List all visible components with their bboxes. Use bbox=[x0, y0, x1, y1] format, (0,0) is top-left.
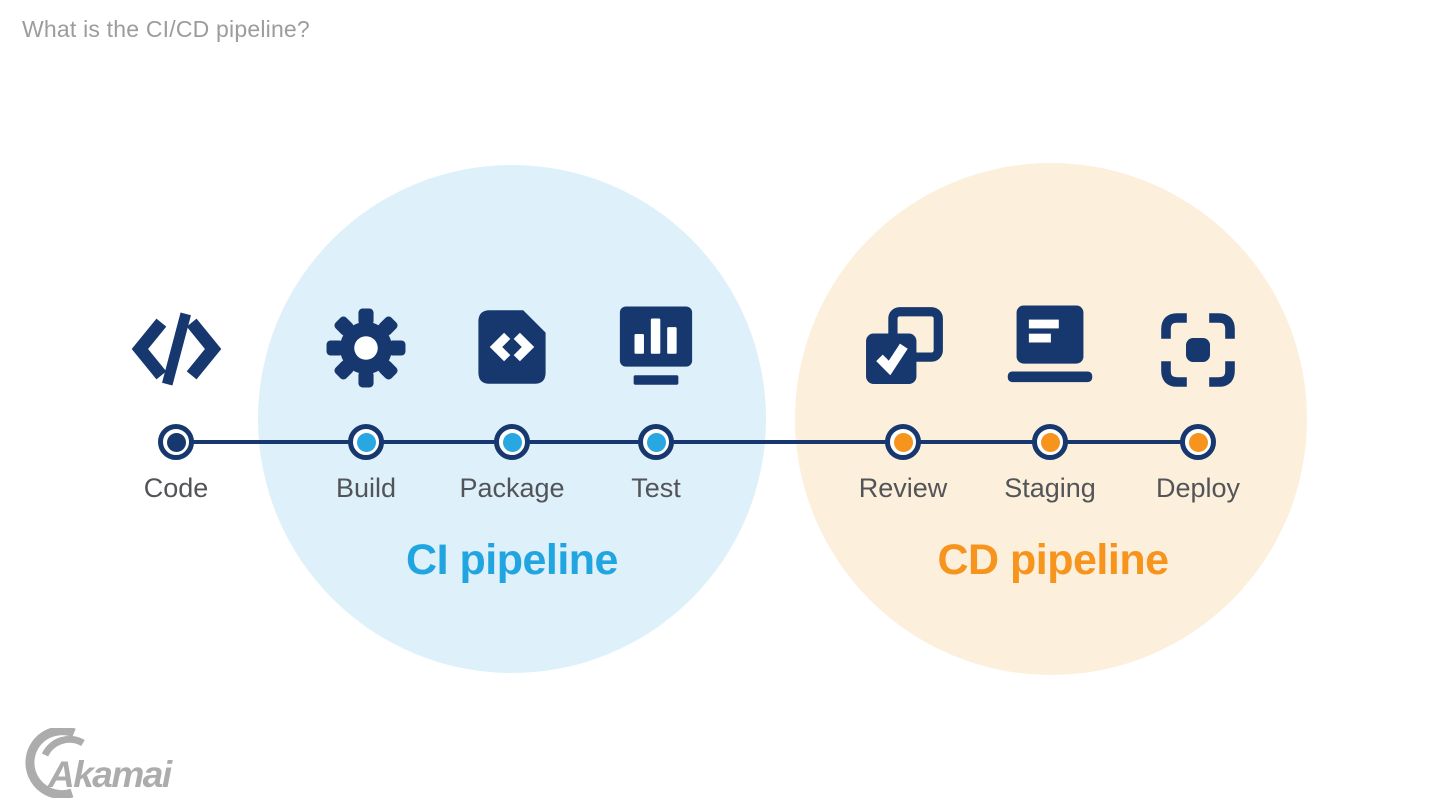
cd-pipeline-label: CD pipeline bbox=[937, 536, 1169, 584]
focus-target-icon bbox=[1158, 298, 1238, 390]
code-file-icon bbox=[472, 298, 552, 390]
timeline-dot-fill bbox=[502, 432, 522, 452]
akamai-logo-text: Akamai bbox=[48, 754, 172, 795]
timeline-dot-fill bbox=[893, 432, 913, 452]
step-label: Build bbox=[335, 473, 397, 503]
timeline-dot-fill bbox=[646, 432, 666, 452]
pipeline-step-package: Package bbox=[432, 298, 592, 504]
pipeline-step-review: Review bbox=[823, 298, 983, 504]
pipeline-step-build: Build bbox=[286, 298, 446, 504]
timeline-dot bbox=[1032, 424, 1068, 460]
timeline-dot-fill bbox=[1188, 432, 1208, 452]
pipeline-step-staging: Staging bbox=[970, 298, 1130, 504]
code-brackets-icon bbox=[129, 298, 224, 390]
cd-pipeline-circle bbox=[795, 163, 1307, 675]
timeline-dot bbox=[885, 424, 921, 460]
ci-pipeline-label: CI pipeline bbox=[406, 536, 618, 584]
pipeline-step-deploy: Deploy bbox=[1118, 298, 1278, 504]
pipeline-step-code: Code bbox=[96, 298, 256, 504]
timeline-dot bbox=[348, 424, 384, 460]
step-label: Package bbox=[459, 473, 565, 503]
timeline-dot-fill bbox=[356, 432, 376, 452]
timeline-dot-fill bbox=[1040, 432, 1060, 452]
timeline-dot bbox=[638, 424, 674, 460]
monitor-chart-icon bbox=[613, 298, 699, 390]
timeline-dot bbox=[494, 424, 530, 460]
timeline-line bbox=[176, 440, 1198, 444]
pipeline-step-test: Test bbox=[576, 298, 736, 504]
step-label: Code bbox=[143, 473, 209, 503]
step-label: Deploy bbox=[1155, 473, 1241, 503]
step-label: Review bbox=[858, 473, 948, 503]
ci-pipeline-circle bbox=[258, 165, 766, 673]
timeline-dot bbox=[158, 424, 194, 460]
gear-icon bbox=[324, 298, 408, 390]
page-title: What is the CI/CD pipeline? bbox=[22, 16, 310, 42]
approved-checkbox-icon bbox=[861, 298, 945, 390]
akamai-logo-arc-icon bbox=[25, 728, 85, 798]
step-label: Test bbox=[631, 473, 681, 503]
timeline-dot bbox=[1180, 424, 1216, 460]
step-label: Staging bbox=[1004, 473, 1096, 503]
timeline-dot-fill bbox=[166, 432, 186, 452]
laptop-icon bbox=[1004, 298, 1096, 390]
akamai-logo: Akamai bbox=[20, 726, 230, 798]
